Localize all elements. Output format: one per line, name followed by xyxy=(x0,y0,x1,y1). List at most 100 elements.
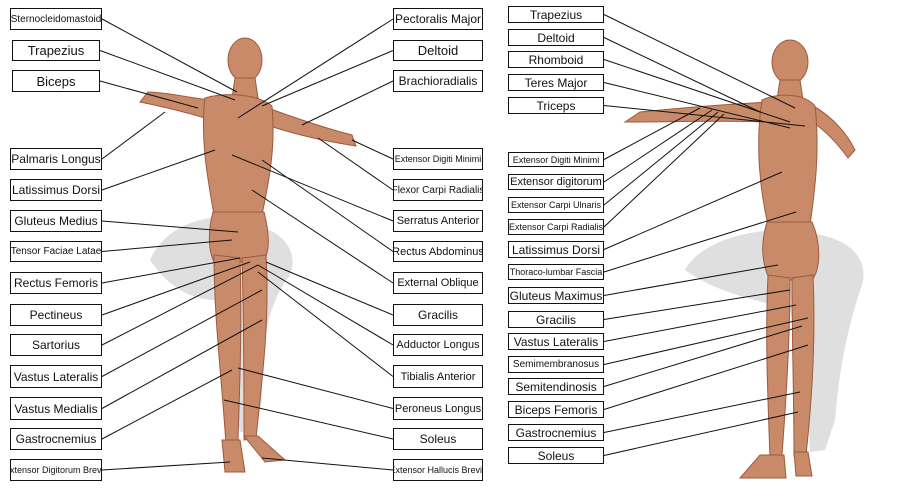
front-label-extensor-digitorum-brevis: Extensor Digitorum Brevis xyxy=(10,459,102,481)
front-label-sternocleidomastoid: Sternocleidomastoid xyxy=(10,8,102,30)
front-leader-sartorius xyxy=(101,264,259,346)
back-leader-triceps xyxy=(603,105,806,127)
back-left-leg xyxy=(766,274,791,459)
front-label-gastrocnemius: Gastrocnemius xyxy=(10,428,102,450)
back-left-arm xyxy=(623,101,771,123)
front-neck xyxy=(231,77,259,99)
front-leader-gracilis xyxy=(265,261,394,316)
front-label-trapezius: Trapezius xyxy=(12,40,100,61)
front-leader-extensor-digiti-minimi xyxy=(351,139,394,160)
back-label-trapezius: Trapezius xyxy=(508,6,604,23)
back-label-extensor-digiti-minimi: Extensor Digiti Minimi xyxy=(508,152,604,167)
front-leader-serratus-anterior xyxy=(231,154,394,222)
front-leader-vastus-medialis xyxy=(101,319,263,409)
front-leader-tibialis-anterior xyxy=(257,271,394,377)
front-label-peroneus-longus: Peroneus Longus xyxy=(393,397,483,420)
front-label-flexor-carpi-radialis: Flexor Carpi Radialis xyxy=(393,179,483,201)
front-label-pectoralis-major: Pectoralis Major xyxy=(393,8,483,30)
front-leader-sternocleidomastoid xyxy=(101,18,238,93)
back-label-gracilis: Gracilis xyxy=(508,311,604,328)
front-label-biceps: Biceps xyxy=(12,70,100,92)
back-label-extensor-carpi-ulnaris: Extensor Carpi Ulnaris xyxy=(508,197,604,213)
back-leader-latissimus-dorsi xyxy=(603,171,783,250)
back-label-gluteus-maximus: Gluteus Maximus xyxy=(508,287,604,304)
back-leader-extensor-carpi-radialis xyxy=(603,113,725,228)
back-label-rhomboid: Rhomboid xyxy=(508,51,604,68)
front-leader-pectoralis-major xyxy=(237,18,394,119)
back-leader-gracilis xyxy=(603,289,791,320)
front-leader-pectineus xyxy=(101,261,251,316)
front-head xyxy=(227,37,263,83)
back-leader-extensor-digitorum xyxy=(603,109,713,183)
front-label-deltoid: Deltoid xyxy=(393,40,483,61)
front-leader-adductor-longus xyxy=(257,264,394,346)
front-leader-extensor-digitorum-brevis xyxy=(101,461,231,471)
front-label-serratus-anterior: Serratus Anterior xyxy=(393,210,483,232)
front-pelvis xyxy=(208,211,269,263)
front-label-extensor-digiti-minimi: Extensor Digiti Minimi xyxy=(393,148,483,170)
back-figure-shadow xyxy=(685,230,864,452)
front-label-tibialis-anterior: Tibialis Anterior xyxy=(393,365,483,388)
back-label-teres-major: Teres Major xyxy=(508,74,604,91)
front-leader-trapezius xyxy=(99,50,236,101)
back-leader-trapezius xyxy=(603,14,796,109)
back-leader-teres-major xyxy=(603,82,791,129)
back-label-semimembranosus: Semimembranosus xyxy=(508,356,604,373)
back-leader-semimembranosus xyxy=(603,317,809,365)
front-leader-gastrocnemius xyxy=(101,369,233,440)
back-label-gastrocnemius: Gastrocnemius xyxy=(508,424,604,441)
front-leader-external-oblique xyxy=(251,189,394,284)
front-right-arm xyxy=(267,107,357,147)
front-leader-tensor-faciae-latae xyxy=(101,239,233,252)
back-torso xyxy=(758,94,818,226)
back-leader-thoraco-lumbar-fascia xyxy=(603,211,797,273)
front-label-vastus-lateralis: Vastus Lateralis xyxy=(10,365,102,388)
front-label-soleus: Soleus xyxy=(393,428,483,450)
front-feet xyxy=(221,435,287,473)
back-leader-biceps-femoris xyxy=(603,344,809,410)
back-leader-gluteus-maximus xyxy=(603,264,779,296)
back-leader-soleus xyxy=(603,411,799,456)
front-leader-latissimus-dorsi xyxy=(101,149,216,191)
front-torso xyxy=(202,94,274,216)
back-feet xyxy=(738,451,813,479)
front-label-vastus-medialis: Vastus Medialis xyxy=(10,397,102,420)
front-left-leg xyxy=(213,254,242,446)
front-label-sartorius: Sartorius xyxy=(10,334,102,356)
front-leader-deltoid xyxy=(261,50,394,107)
front-leader-extensor-hallucis-brevis xyxy=(261,457,394,471)
front-label-rectus-abdominus: Rectus Abdominus xyxy=(393,241,483,262)
front-label-gluteus-medius: Gluteus Medius xyxy=(10,210,102,232)
back-head xyxy=(771,39,809,85)
back-leader-extensor-carpi-ulnaris xyxy=(603,111,719,206)
back-leader-gastrocnemius xyxy=(603,391,801,433)
back-label-latissimus-dorsi: Latissimus Dorsi xyxy=(508,241,604,258)
back-leader-vastus-lateralis xyxy=(603,304,797,342)
front-leader-rectus-abdominus xyxy=(261,159,394,252)
front-label-palmaris-longus: Palmaris Longus xyxy=(10,148,102,170)
back-leader-rhomboid xyxy=(603,59,791,123)
front-leader-gluteus-medius xyxy=(101,220,239,233)
back-label-soleus: Soleus xyxy=(508,447,604,464)
back-label-vastus-lateralis: Vastus Lateralis xyxy=(508,333,604,350)
front-label-rectus-femoris: Rectus Femoris xyxy=(10,272,102,294)
front-leader-brachioradialis xyxy=(301,80,394,126)
front-label-pectineus: Pectineus xyxy=(10,304,102,326)
front-leader-flexor-carpi-radialis xyxy=(317,137,394,191)
back-pelvis xyxy=(762,221,820,281)
front-leader-soleus xyxy=(223,399,394,440)
front-leader-peroneus-longus xyxy=(237,367,394,409)
back-label-semitendinosis: Semitendinosis xyxy=(508,378,604,395)
back-leader-semitendinosis xyxy=(603,325,803,387)
back-leader-extensor-digiti-minimi xyxy=(603,107,701,160)
front-right-leg xyxy=(241,254,268,441)
front-leader-rectus-femoris xyxy=(101,257,241,284)
front-figure xyxy=(139,37,357,473)
back-label-extensor-carpi-radialis: Extensor Carpi Radialis xyxy=(508,219,604,235)
front-leader-palmaris-longus xyxy=(101,111,166,160)
front-label-adductor-longus: Adductor Longus xyxy=(393,334,483,356)
front-label-external-oblique: External Oblique xyxy=(393,272,483,294)
back-label-triceps: Triceps xyxy=(508,97,604,114)
back-leader-deltoid xyxy=(603,37,761,113)
